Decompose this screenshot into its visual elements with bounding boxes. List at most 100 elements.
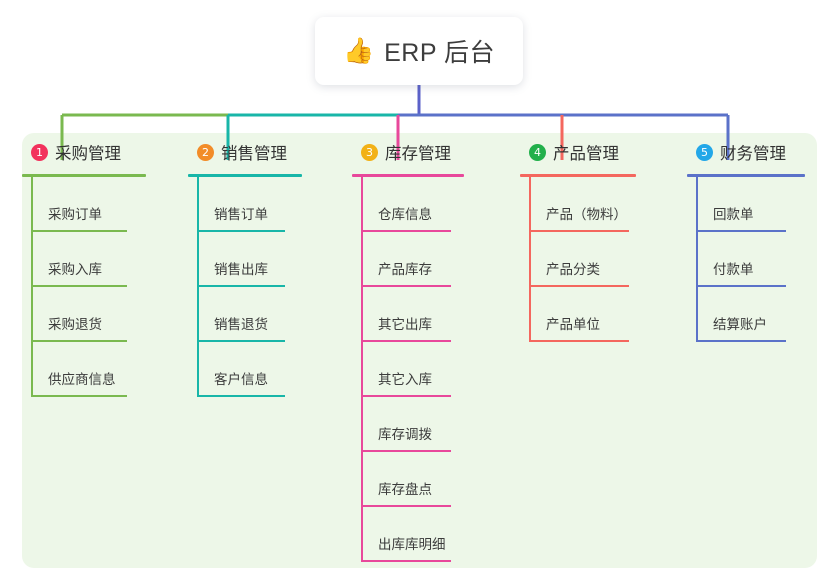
menu-item[interactable]: 产品库存 (352, 232, 502, 287)
column-number-badge: 1 (31, 143, 48, 161)
column-items: 仓库信息产品库存其它出库其它入库库存调拨库存盘点出库库明细 (352, 177, 502, 562)
menu-item-underline (361, 340, 451, 342)
menu-item-label: 结算账户 (713, 317, 767, 332)
column-items: 销售订单销售出库销售退货客户信息 (188, 177, 334, 397)
column-spine (31, 177, 33, 397)
menu-item-underline (361, 285, 451, 287)
diagram-panel (22, 133, 817, 568)
menu-item-underline (529, 340, 629, 342)
column-spine (529, 177, 531, 342)
column-2: 2 销售管理销售订单销售出库销售退货客户信息 (188, 133, 334, 397)
column-number-badge: 5 (696, 143, 713, 161)
menu-item-label: 产品分类 (546, 262, 600, 277)
menu-item[interactable]: 产品单位 (520, 287, 670, 342)
column-spine (361, 177, 363, 562)
menu-item-underline (696, 285, 786, 287)
column-underline (352, 174, 464, 177)
menu-item-label: 采购订单 (48, 207, 102, 222)
columns-container: 1 采购管理采购订单采购入库采购退货供应商信息 2 销售管理销售订单销售出库销售退货客… (22, 133, 817, 568)
column-items: 回款单付款单结算账户 (687, 177, 827, 342)
column-underline (520, 174, 636, 177)
menu-item-underline (361, 560, 451, 562)
column-underline (687, 174, 805, 177)
menu-item-underline (197, 395, 285, 397)
menu-item[interactable]: 出库库明细 (352, 507, 502, 562)
menu-item-label: 销售退货 (214, 317, 268, 332)
column-title: 库存管理 (385, 145, 451, 163)
menu-item-label: 采购入库 (48, 262, 102, 277)
menu-item-label: 产品（物料） (546, 207, 627, 222)
menu-item-label: 其它入库 (378, 372, 432, 387)
menu-item-label: 其它出库 (378, 317, 432, 332)
menu-item[interactable]: 采购退货 (22, 287, 168, 342)
menu-item-underline (529, 285, 629, 287)
menu-item-underline (31, 395, 127, 397)
menu-item[interactable]: 结算账户 (687, 287, 827, 342)
menu-item-underline (31, 230, 127, 232)
column-items: 采购订单采购入库采购退货供应商信息 (22, 177, 168, 397)
menu-item[interactable]: 供应商信息 (22, 342, 168, 397)
menu-item[interactable]: 销售退货 (188, 287, 334, 342)
menu-item-underline (31, 340, 127, 342)
column-header[interactable]: 1 采购管理 (22, 133, 168, 171)
menu-item-underline (361, 230, 451, 232)
column-title: 采购管理 (55, 145, 121, 163)
column-3: 3 库存管理仓库信息产品库存其它出库其它入库库存调拨库存盘点出库库明细 (352, 133, 502, 562)
menu-item-underline (361, 395, 451, 397)
menu-item[interactable]: 库存调拨 (352, 397, 502, 452)
column-header[interactable]: 2 销售管理 (188, 133, 334, 171)
menu-item[interactable]: 回款单 (687, 177, 827, 232)
menu-item-label: 销售订单 (214, 207, 268, 222)
menu-item[interactable]: 产品（物料） (520, 177, 670, 232)
menu-item-label: 产品单位 (546, 317, 600, 332)
menu-item[interactable]: 仓库信息 (352, 177, 502, 232)
menu-item[interactable]: 其它入库 (352, 342, 502, 397)
menu-item[interactable]: 客户信息 (188, 342, 334, 397)
thumbs-up-icon: 👍 (342, 36, 375, 65)
menu-item[interactable]: 销售订单 (188, 177, 334, 232)
menu-item-label: 付款单 (713, 262, 754, 277)
menu-item[interactable]: 销售出库 (188, 232, 334, 287)
column-1: 1 采购管理采购订单采购入库采购退货供应商信息 (22, 133, 168, 397)
menu-item-underline (197, 230, 285, 232)
column-title: 财务管理 (720, 145, 786, 163)
menu-item-label: 库存调拨 (378, 427, 432, 442)
menu-item-label: 销售出库 (214, 262, 268, 277)
column-title: 销售管理 (221, 145, 287, 163)
column-header[interactable]: 5 财务管理 (687, 133, 827, 171)
menu-item-label: 出库库明细 (378, 537, 446, 552)
menu-item-underline (529, 230, 629, 232)
menu-item[interactable]: 库存盘点 (352, 452, 502, 507)
menu-item-underline (696, 340, 786, 342)
column-title: 产品管理 (553, 145, 619, 163)
column-header[interactable]: 3 库存管理 (352, 133, 502, 171)
menu-item[interactable]: 付款单 (687, 232, 827, 287)
column-number-badge: 2 (197, 143, 214, 161)
menu-item[interactable]: 采购订单 (22, 177, 168, 232)
menu-item-label: 供应商信息 (48, 372, 116, 387)
menu-item[interactable]: 采购入库 (22, 232, 168, 287)
menu-item-label: 仓库信息 (378, 207, 432, 222)
column-number-badge: 3 (361, 143, 378, 161)
menu-item-underline (361, 450, 451, 452)
page-title: ERP 后台 (384, 39, 496, 67)
column-spine (696, 177, 698, 342)
menu-item-label: 库存盘点 (378, 482, 432, 497)
column-underline (188, 174, 302, 177)
column-spine (197, 177, 199, 397)
column-underline (22, 174, 146, 177)
menu-item-underline (696, 230, 786, 232)
menu-item-label: 客户信息 (214, 372, 268, 387)
menu-item-underline (197, 340, 285, 342)
root-node-card[interactable]: 👍 ERP 后台 (315, 17, 523, 85)
menu-item-underline (31, 285, 127, 287)
menu-item[interactable]: 产品分类 (520, 232, 670, 287)
menu-item[interactable]: 其它出库 (352, 287, 502, 342)
column-header[interactable]: 4 产品管理 (520, 133, 670, 171)
column-items: 产品（物料） 产品分类产品单位 (520, 177, 670, 342)
menu-item-label: 回款单 (713, 207, 754, 222)
menu-item-label: 采购退货 (48, 317, 102, 332)
column-number-badge: 4 (529, 143, 546, 161)
menu-item-underline (197, 285, 285, 287)
menu-item-underline (361, 505, 451, 507)
